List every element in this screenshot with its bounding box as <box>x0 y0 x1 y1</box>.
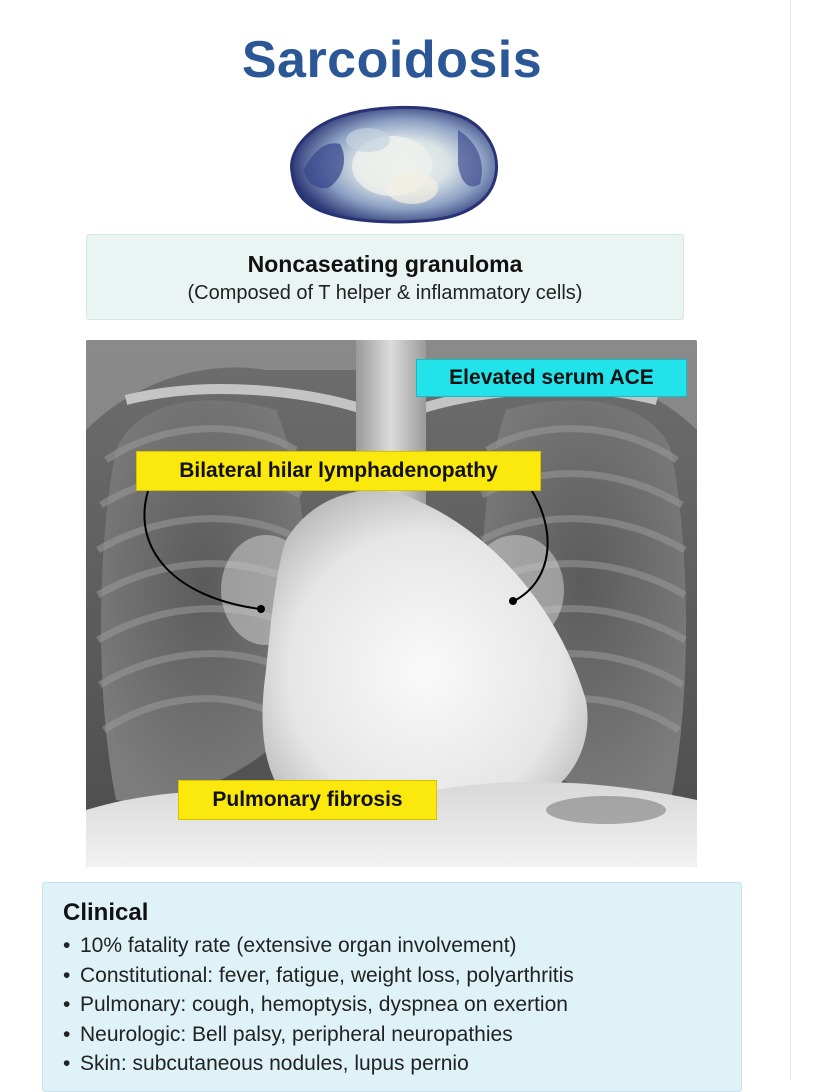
clinical-item: • Neurologic: Bell palsy, peripheral neur… <box>63 1020 741 1050</box>
clinical-item-text: 10% fatality rate (extensive organ invol… <box>80 934 517 957</box>
page-title: Sarcoidosis <box>241 31 543 89</box>
pulmonary-fibrosis-label: Pulmonary fibrosis <box>178 780 437 820</box>
clinical-heading: Clinical <box>63 899 149 926</box>
clinical-item-text: Neurologic: Bell palsy, peripheral neuro… <box>80 1022 513 1046</box>
clinical-item: • 10% fatality rate (extensive organ invo… <box>63 931 741 961</box>
clinical-item: • Skin: subcutaneous nodules, lupus perni… <box>63 1049 741 1079</box>
clinical-item: • Constitutional: fever, fatigue, weight … <box>63 961 741 991</box>
clinical-item-text: Constitutional: fever, fatigue, weight l… <box>80 963 574 987</box>
clinical-item: • Pulmonary: cough, hemoptysis, dyspnea o… <box>63 990 741 1020</box>
clinical-box: Clinical • 10% fatality rate (extensive o… <box>42 882 742 1092</box>
bilateral-hilar-lymphadenopathy-label: Bilateral hilar lymphadenopathy <box>136 451 541 491</box>
elevated-serum-ace-label: Elevated serum ACE <box>416 359 687 397</box>
bullet-icon: • <box>63 1052 71 1075</box>
bullet-icon: • <box>63 1022 71 1046</box>
clinical-item-text: Skin: subcutaneous nodules, lupus pernio <box>80 1052 469 1075</box>
clinical-list: • 10% fatality rate (extensive organ invo… <box>63 931 741 1079</box>
bullet-icon: • <box>63 993 71 1016</box>
lymph-node-specimen-image <box>282 100 504 225</box>
bullet-icon: • <box>63 934 71 957</box>
granuloma-title: Noncaseating granuloma <box>247 251 523 277</box>
clinical-item-text: Pulmonary: cough, hemoptysis, dyspnea on… <box>80 993 568 1016</box>
bullet-icon: • <box>63 963 71 987</box>
granuloma-subtitle: (Composed of T helper & inflammatory cel… <box>187 282 583 304</box>
granuloma-box: Noncaseating granuloma (Composed of T he… <box>86 234 684 320</box>
page-divider <box>790 0 791 1080</box>
